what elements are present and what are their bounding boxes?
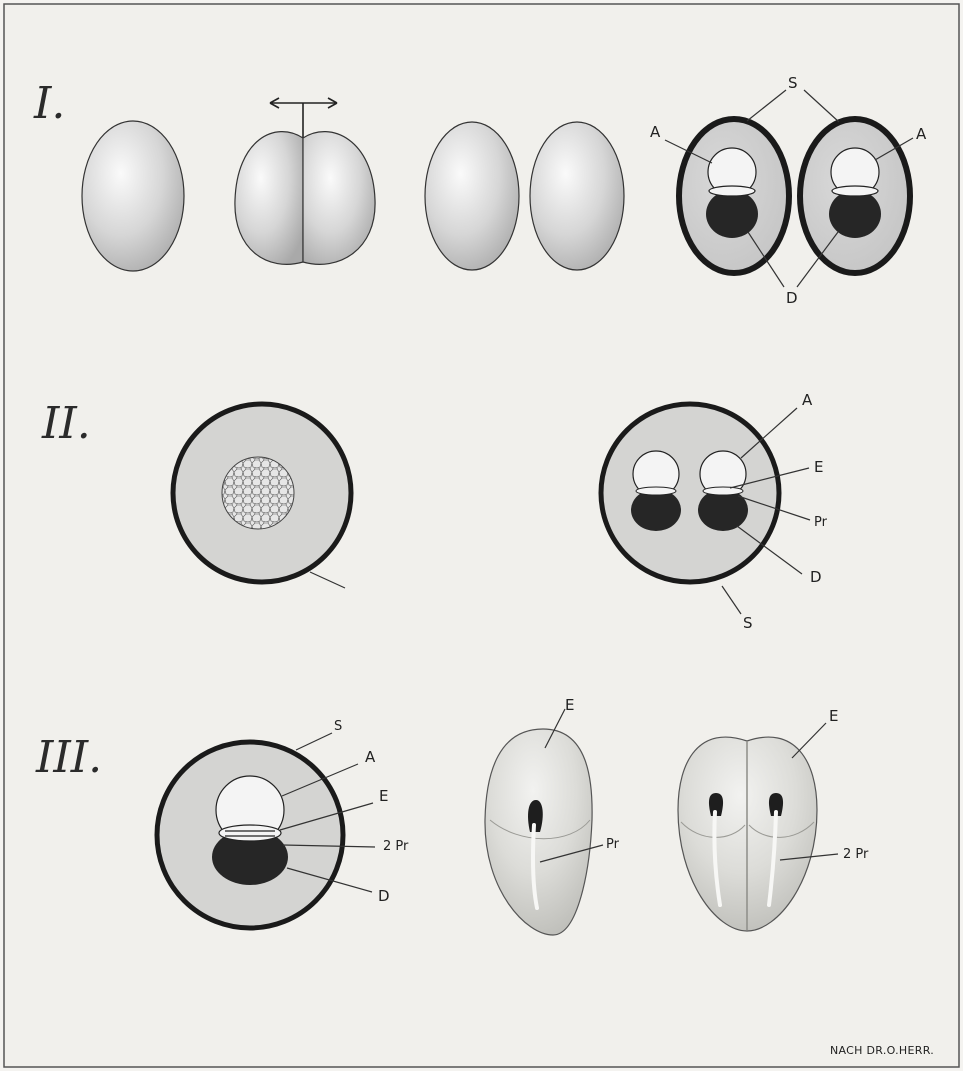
label-a-left: A (650, 123, 661, 141)
section-label-3: III. (35, 732, 102, 783)
label-pr-mid: Pr (606, 837, 620, 852)
yolk-sac-d (706, 190, 758, 238)
label-d: D (786, 289, 798, 307)
label-a: A (365, 748, 376, 766)
twin-egg-left (425, 122, 519, 270)
label-e-mid: E (565, 696, 574, 714)
morula-cells (222, 457, 294, 529)
embryonic-disc (709, 186, 755, 196)
disc-left (636, 487, 676, 495)
label-a-right: A (916, 125, 927, 143)
yolk-sac-d (829, 190, 881, 238)
label-s: S (334, 719, 342, 734)
embryonic-disc (219, 825, 281, 841)
label-e: E (379, 787, 388, 805)
label-pr: Pr (814, 515, 828, 530)
section-label-2: II. (41, 398, 91, 449)
single-amnion-embryo (157, 742, 343, 928)
embryonic-disc (832, 186, 878, 196)
label-e-right: E (829, 707, 838, 725)
shelled-embryo-right (800, 119, 910, 273)
label-2pr-right: 2 Pr (843, 847, 869, 862)
label-d: D (810, 568, 822, 586)
credit-text: NACH DR.O.HERR. (830, 1044, 934, 1057)
shelled-embryo-left (679, 119, 789, 273)
label-e: E (814, 458, 823, 476)
twin-embryos-shell (601, 404, 779, 582)
twin-egg-right (530, 122, 624, 270)
label-s: S (788, 74, 798, 92)
shell-circle (601, 404, 779, 582)
label-d: D (378, 887, 390, 905)
label-a: A (802, 391, 813, 409)
label-2pr: 2 Pr (383, 839, 409, 854)
disc-right (703, 487, 743, 495)
label-s: S (743, 614, 753, 632)
egg-whole (82, 121, 184, 271)
section-label-1: I. (33, 78, 65, 129)
